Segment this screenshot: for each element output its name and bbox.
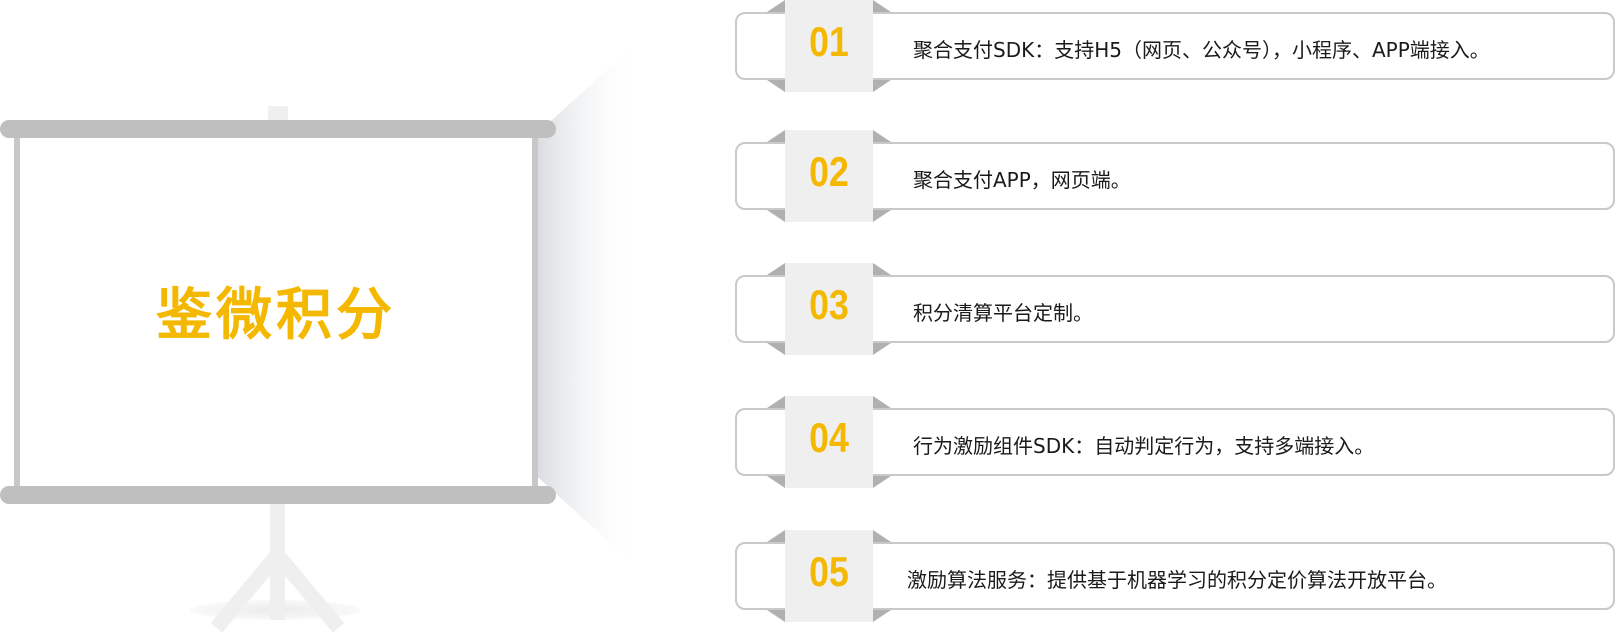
step-item-5: 05 激励算法服务：提供基于机器学习的积分定价算法开放平台。 bbox=[735, 530, 1615, 622]
screen-roll-bottom bbox=[0, 486, 556, 504]
step-box bbox=[735, 12, 1615, 80]
step-number: 01 bbox=[809, 18, 849, 65]
step-number: 02 bbox=[809, 148, 849, 195]
step-box bbox=[735, 275, 1615, 343]
step-text: 聚合支付APP，网页端。 bbox=[913, 168, 1131, 192]
step-box bbox=[735, 142, 1615, 210]
step-number-tab bbox=[767, 130, 891, 222]
step-text: 行为激励组件SDK：自动判定行为，支持多端接入。 bbox=[913, 434, 1375, 458]
step-number-tab bbox=[767, 0, 891, 92]
light-beam bbox=[530, 40, 640, 570]
step-number-tab bbox=[767, 530, 891, 622]
step-text: 聚合支付SDK：支持H5（网页、公众号），小程序、APP端接入。 bbox=[913, 38, 1490, 62]
screen-face bbox=[14, 134, 538, 486]
step-number: 04 bbox=[809, 414, 849, 461]
step-number-tab bbox=[767, 263, 891, 355]
step-number: 05 bbox=[809, 548, 849, 595]
steps-list: 01 聚合支付SDK：支持H5（网页、公众号），小程序、APP端接入。 02 聚… bbox=[735, 0, 1615, 629]
step-box bbox=[735, 408, 1615, 476]
step-number-tab bbox=[767, 396, 891, 488]
step-item-1: 01 聚合支付SDK：支持H5（网页、公众号），小程序、APP端接入。 bbox=[735, 0, 1615, 92]
screen-roll-top bbox=[0, 120, 556, 138]
screen-title: 鉴微积分 bbox=[156, 283, 396, 348]
step-item-2: 02 聚合支付APP，网页端。 bbox=[735, 130, 1615, 222]
projector-screen: 鉴微积分 bbox=[0, 0, 700, 633]
step-number: 03 bbox=[809, 281, 849, 328]
step-item-4: 04 行为激励组件SDK：自动判定行为，支持多端接入。 bbox=[735, 396, 1615, 488]
step-text: 激励算法服务：提供基于机器学习的积分定价算法开放平台。 bbox=[907, 568, 1447, 592]
step-text: 积分清算平台定制。 bbox=[913, 301, 1093, 325]
step-item-3: 03 积分清算平台定制。 bbox=[735, 263, 1615, 355]
step-box bbox=[735, 542, 1615, 610]
